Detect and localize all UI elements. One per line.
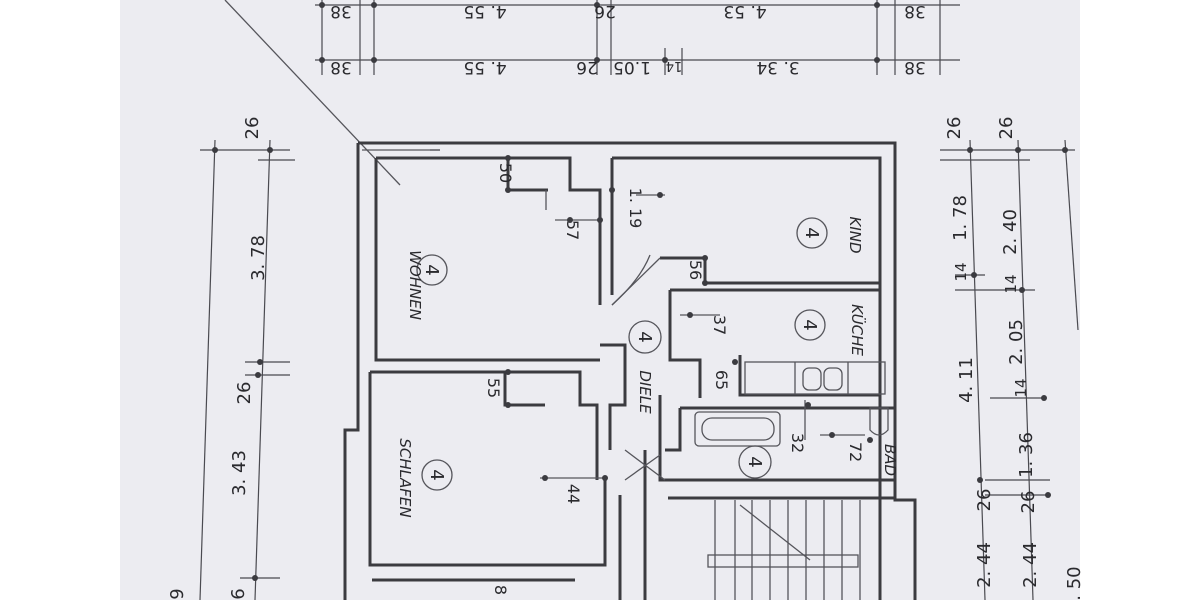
room-name-kind: KIND <box>846 216 864 253</box>
room-name-diele: DIELE <box>636 370 654 414</box>
dim-top2-a: 38 <box>330 57 352 77</box>
dim-right2-b: 2. 40 <box>1000 209 1021 255</box>
right-dimension-labels: 26 1. 78 14 4. 11 2. 44 26 26 2. 40 14 2… <box>944 117 1085 604</box>
dim-top1-d: 4. 53 <box>723 1 766 21</box>
dim-right1-c: 14 <box>952 262 970 281</box>
room-name-wohnen: WOHNEN <box>406 250 424 320</box>
dim-schlafen-top: 55 <box>484 378 503 398</box>
dim-kind-door: 56 <box>686 260 705 280</box>
room-name-kueche: KÜCHE <box>848 304 867 356</box>
right-dimension-chains <box>940 139 1079 601</box>
paper-crease-line <box>224 0 401 186</box>
dim-right2-f: 1. 36 <box>1016 432 1037 478</box>
interior-dimensions: 50 57 1. 19 56 37 65 55 44 32 72 8 <box>484 163 865 595</box>
room-code-kind: 4 <box>801 227 822 238</box>
room-code-bad: 4 <box>744 456 765 467</box>
dim-kueche-door: 37 <box>710 315 729 335</box>
dim-top2-c: 26 <box>576 57 598 77</box>
dim-bottom-room: 8 <box>491 585 510 595</box>
dim-right2-c: 14 <box>1002 274 1020 293</box>
dim-right1-a: 26 <box>944 117 965 140</box>
dim-right2-g: 26 <box>1018 491 1039 514</box>
dim-wohnen-top: 50 <box>496 163 515 183</box>
dim-right2-d: 2. 05 <box>1006 319 1027 365</box>
dim-top2-b: 4. 55 <box>463 57 506 77</box>
room-code-circles <box>416 217 828 491</box>
dim-bad-door: 32 <box>788 433 807 453</box>
dim-right2-h: 2. 44 <box>1020 542 1041 588</box>
dim-top2-e: 14 <box>666 58 683 73</box>
staircase <box>707 500 861 600</box>
dim-top1-a: 38 <box>330 1 352 21</box>
dim-top1-c: 26 <box>594 1 616 21</box>
dim-top1-b: 4. 55 <box>463 1 506 21</box>
dim-kueche-lower: 65 <box>712 370 731 390</box>
top-dimension-chains <box>315 0 960 75</box>
room-name-bad: BAD <box>881 444 899 476</box>
bathroom-fixtures <box>694 407 889 447</box>
dim-right1-b: 1. 78 <box>950 195 971 241</box>
dimension-dots <box>505 155 873 481</box>
dim-right2-e: 14 <box>1012 378 1030 397</box>
dim-right1-e: 2. 44 <box>974 542 995 588</box>
dim-right-cutoff: 15. 50 <box>1064 566 1085 600</box>
dim-kind-width: 1. 19 <box>626 188 645 229</box>
dim-left-d: 3. 43 <box>229 450 250 496</box>
dim-top2-g: 38 <box>904 57 926 77</box>
dim-right1-f: 26 <box>974 489 995 512</box>
kitchen-counter <box>744 361 886 395</box>
dim-left-f: 9 <box>167 588 188 599</box>
dim-right2-a: 26 <box>996 117 1017 140</box>
door-swings <box>540 190 865 481</box>
dim-schlafen-door: 44 <box>564 484 583 504</box>
room-name-schlafen: SCHLAFEN <box>396 438 414 517</box>
room-code-diele: 4 <box>634 331 655 342</box>
top-dimension-labels: 38 4. 55 26 4. 53 38 38 4. 55 26 1.05 14… <box>330 1 926 77</box>
dim-left-a: 26 <box>242 117 263 140</box>
room-code-schlafen: 4 <box>426 469 447 480</box>
room-codes: 4 4 4 4 4 4 <box>421 227 822 480</box>
left-dimension-labels: 26 3. 78 26 3. 43 6 9 <box>167 117 269 600</box>
dim-left-c: 26 <box>234 382 255 405</box>
dim-bad-width: 72 <box>846 442 865 462</box>
dim-left-e: 6 <box>228 588 249 599</box>
left-dimension-chain <box>199 139 295 601</box>
dim-top2-f: 3. 34 <box>756 57 799 77</box>
dim-right1-d: 4. 11 <box>956 357 977 403</box>
dim-wohnen-door: 57 <box>563 220 582 240</box>
room-names: WOHNEN KIND KÜCHE DIELE BAD SCHLAFEN <box>396 216 899 517</box>
dim-top2-d: 1.05 <box>613 57 651 77</box>
room-code-kueche: 4 <box>799 319 820 330</box>
dim-top1-e: 38 <box>904 1 926 21</box>
dim-left-b: 3. 78 <box>248 235 269 281</box>
room-code-wohnen: 4 <box>421 264 442 275</box>
